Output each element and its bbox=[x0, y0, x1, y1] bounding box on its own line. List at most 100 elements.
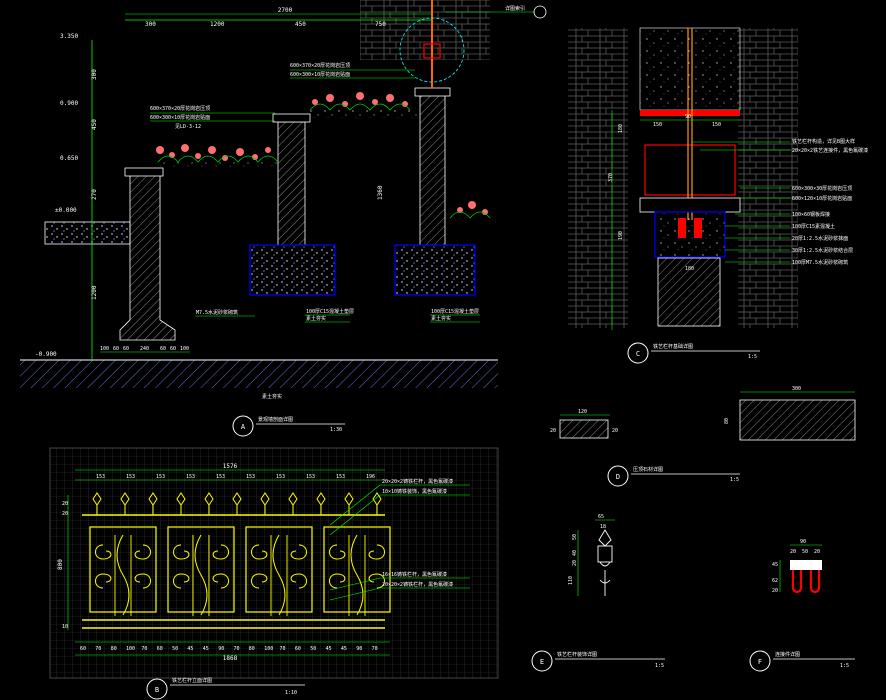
dim-e-0: 65 bbox=[598, 514, 604, 520]
red-frame bbox=[644, 144, 736, 196]
note-c-4: 100×60钢板焊接 bbox=[792, 211, 830, 218]
elev-3: ±0.000 bbox=[55, 207, 77, 214]
dim-foot-2: 60 bbox=[123, 346, 129, 352]
dim-f-side-2: 20 bbox=[772, 588, 778, 594]
callout-text: 详图索引 bbox=[505, 5, 525, 12]
dim-f-side-1: 62 bbox=[772, 578, 778, 584]
dim-left-4: 1200 bbox=[91, 285, 98, 300]
elev-1: 0.900 bbox=[60, 100, 78, 107]
scale-d: 1:5 bbox=[730, 477, 739, 483]
note-c-6: 20厚1:2.5水泥砂浆抹面 bbox=[792, 235, 848, 242]
scale-c: 1:5 bbox=[748, 354, 757, 360]
brick-wall bbox=[360, 0, 490, 60]
dim-b-bottom-14: 60 bbox=[295, 646, 301, 652]
bracket-f bbox=[791, 570, 821, 594]
dim-b-top-9: 196 bbox=[366, 474, 375, 480]
elev-2: 0.650 bbox=[60, 155, 78, 162]
fence-panel-2 bbox=[245, 526, 313, 613]
dim-c-1: 90 bbox=[685, 114, 691, 120]
dim-c-side-2: 190 bbox=[618, 231, 624, 240]
dim-top-3: 750 bbox=[375, 21, 386, 28]
fence-scroll-top-1 bbox=[173, 544, 229, 560]
stone-d-left bbox=[559, 419, 609, 439]
dim-b-bottom-0: 60 bbox=[80, 646, 86, 652]
dim-b-side-1: 20 bbox=[62, 511, 68, 517]
upper-stone bbox=[639, 27, 741, 111]
dim-b-bottom-2: 80 bbox=[111, 646, 117, 652]
dim-b-top: 153 153 153 153 153 153 153 153 153 196 bbox=[96, 474, 375, 480]
note-bot-1: 100厚C15混凝土垫层 bbox=[306, 308, 354, 315]
dim-d-0: 120 bbox=[578, 409, 587, 415]
dim-d-right-side: 80 bbox=[724, 418, 730, 424]
dim-f-0: 90 bbox=[800, 539, 806, 545]
tag-e-circle bbox=[531, 650, 553, 672]
dim-b-bottom-13: 70 bbox=[280, 646, 286, 652]
dim-b-top-7: 153 bbox=[306, 474, 315, 480]
dim-left-5: 1360 bbox=[377, 185, 384, 200]
dim-c-side-1: 370 bbox=[608, 173, 614, 182]
dim-left-2: 270 bbox=[91, 189, 98, 200]
note-bot-0: M7.5水泥砂浆砌筑 bbox=[196, 309, 238, 316]
dim-d-2: 20 bbox=[612, 428, 618, 434]
note-bot-4: 素土夯实 bbox=[431, 315, 451, 322]
planter-soil-1 bbox=[160, 160, 278, 170]
dim-b-bottom-16: 45 bbox=[326, 646, 332, 652]
section-f: 90 20 50 20 45 62 20 F 连接件详图 1:5 bbox=[749, 539, 855, 672]
fence-scroll-top-2 bbox=[251, 544, 307, 560]
dim-foot-6: 100 bbox=[180, 346, 189, 352]
dim-b-top-4: 153 bbox=[216, 474, 225, 480]
fence-scroll-top-0 bbox=[95, 544, 151, 560]
note-c-5: 100厚C15素混凝土 bbox=[792, 223, 835, 230]
wall-tall bbox=[419, 94, 446, 246]
dim-d-right: 300 bbox=[792, 386, 801, 392]
red-band bbox=[640, 110, 740, 116]
dim-b-height: 800 bbox=[57, 559, 64, 570]
dim-b-bottom-1: 70 bbox=[95, 646, 101, 652]
dim-foot-4: 60 bbox=[160, 346, 166, 352]
detail-box bbox=[423, 43, 441, 59]
note-b-3: 20×20×2铸铁栏杆，黑色氟碳漆 bbox=[382, 581, 453, 588]
dim-b-bottom-11: 80 bbox=[249, 646, 255, 652]
fence-elevation bbox=[82, 492, 391, 629]
fence-scroll-bot-1 bbox=[173, 573, 229, 589]
dim-f-2: 50 bbox=[802, 549, 808, 555]
coping-tall bbox=[414, 87, 451, 97]
dim-b-bottom-18: 90 bbox=[356, 646, 362, 652]
dim-c-2: 150 bbox=[712, 122, 721, 128]
coping-mid bbox=[272, 113, 311, 123]
dim-b-bottom-5: 60 bbox=[157, 646, 163, 652]
title-b: 铁艺栏杆立面详图 bbox=[172, 677, 212, 684]
fence-spine-1 bbox=[194, 534, 208, 616]
dim-e-side-0: 50 bbox=[572, 534, 578, 540]
tag-d: D bbox=[616, 473, 620, 481]
dim-b-bottom-15: 50 bbox=[310, 646, 316, 652]
dim-b-bottom-12: 100 bbox=[264, 646, 273, 652]
note-mid-1: 600×300×10厚花岗岩贴面 bbox=[150, 114, 210, 121]
dim-f-3: 20 bbox=[814, 549, 820, 555]
planter-soil-2 bbox=[305, 108, 420, 118]
leaders-c bbox=[692, 141, 790, 263]
elev-0: 3.350 bbox=[60, 33, 78, 40]
tag-d-circle bbox=[607, 465, 629, 487]
note-c-7: 30厚1:2.5水泥砂浆结合层 bbox=[792, 247, 853, 254]
dim-e-1: 18 bbox=[600, 524, 606, 530]
fence-scroll-bot-2 bbox=[251, 573, 307, 589]
tag-c: C bbox=[636, 350, 640, 358]
fence-scroll-bot-0 bbox=[95, 573, 151, 589]
dim-e-side-2: 20 bbox=[572, 560, 578, 566]
dim-b-overall: 1576 bbox=[223, 463, 238, 470]
scale-b: 1:10 bbox=[285, 690, 297, 696]
red-bracket bbox=[678, 218, 702, 238]
wall-low bbox=[119, 174, 176, 341]
footing-tall bbox=[394, 244, 476, 296]
section-b: 1576 153 153 153 153 153 153 153 153 153… bbox=[49, 447, 499, 700]
section-d: 120 20 20 300 80 D 压顶石材详图 1:5 bbox=[550, 386, 856, 487]
callout-circle bbox=[533, 5, 547, 19]
note-b-2: 16×16铸铁栏杆，黑色氟碳漆 bbox=[382, 571, 447, 578]
dim-foot-0: 100 bbox=[100, 346, 109, 352]
note-c-2: 600×300×30厚花岗岩压顶 bbox=[792, 185, 852, 192]
dim-b-bottom-17: 45 bbox=[341, 646, 347, 652]
fence-spine-0 bbox=[116, 534, 130, 616]
tag-e: E bbox=[540, 658, 544, 666]
